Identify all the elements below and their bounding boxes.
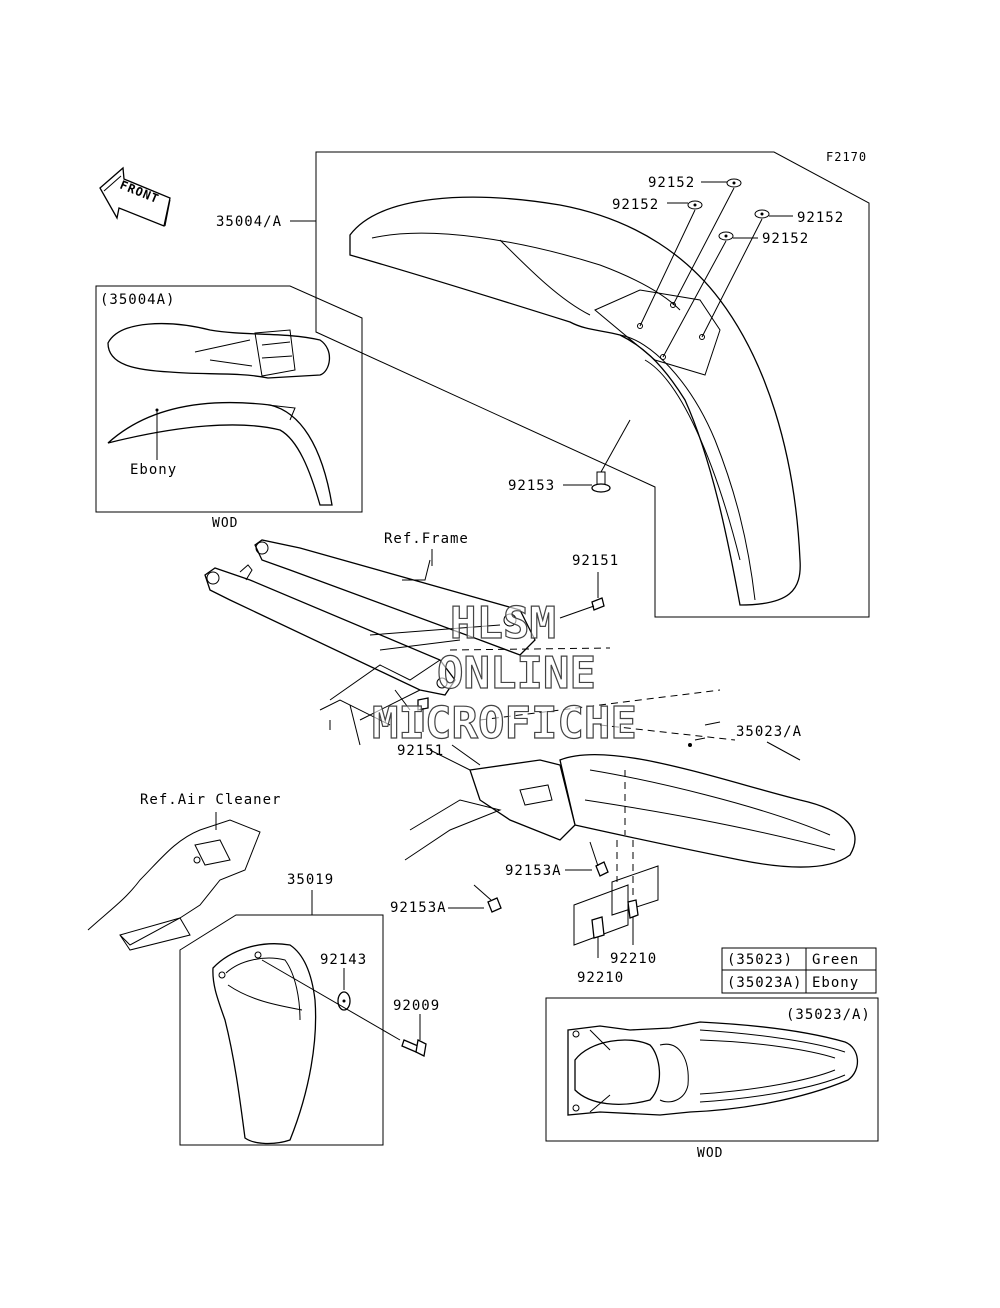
label-ref-air-cleaner: Ref.Air Cleaner [140, 792, 281, 808]
color-table-part-1: (35023) [727, 952, 793, 968]
inset-front-callout: Ebony [130, 462, 177, 478]
front-arrow-label: FRONT [118, 178, 161, 206]
inset-front-caption: WOD [212, 516, 238, 531]
rear-fender [404, 647, 856, 868]
label-35023a: 35023/A [736, 724, 802, 740]
label-35004a: 35004/A [216, 214, 282, 230]
clip-92210-group [573, 840, 659, 958]
watermark-line-1: HLSM [450, 598, 556, 649]
label-92210-1: 92210 [610, 951, 657, 967]
front-fender [349, 196, 801, 606]
bolt-92151-upper [559, 572, 605, 619]
label-92152-4: 92152 [762, 231, 809, 247]
color-table-color-1: Green [812, 952, 859, 968]
label-92151-1: 92151 [572, 553, 619, 569]
inset-rear-title: (35023/A) [786, 1007, 871, 1023]
label-ref-frame: Ref.Frame [384, 531, 469, 547]
inset-rear-fender-wod: (35023/A) [545, 997, 879, 1142]
bolt-92153a-left [448, 884, 502, 913]
washer-92143 [261, 959, 401, 1041]
label-92009: 92009 [393, 998, 440, 1014]
inset-front-fender-wod: (35004A) Ebony [95, 285, 363, 513]
label-92152-2: 92152 [612, 197, 659, 213]
bolt-92153a-right [565, 841, 609, 877]
color-table-color-2: Ebony [812, 975, 859, 991]
rear-frame-reference [204, 539, 536, 746]
label-92210-2: 92210 [577, 970, 624, 986]
washer-92152-group [639, 178, 793, 358]
label-92153: 92153 [508, 478, 555, 494]
bolt-92151-lower [417, 697, 429, 732]
bolt-92153 [563, 419, 631, 493]
color-table-part-2: (35023A) [727, 975, 802, 991]
watermark: HLSM ONLINE MICROFICHE [371, 597, 637, 749]
label-92153a-1: 92153A [505, 863, 562, 879]
label-92152-1: 92152 [648, 175, 695, 191]
inset-rear-caption: WOD [697, 1146, 723, 1161]
watermark-line-2: ONLINE [437, 648, 596, 699]
front-fender-group-outline [315, 151, 870, 618]
front-direction-arrow: FRONT [99, 166, 171, 227]
label-35019: 35019 [287, 872, 334, 888]
figure-code: F2170 [826, 150, 867, 164]
air-cleaner-reference [87, 812, 261, 951]
watermark-line-3: MICROFICHE [372, 698, 637, 749]
label-92153a-2: 92153A [390, 900, 447, 916]
label-92152-3: 92152 [797, 210, 844, 226]
mud-guard [212, 943, 317, 1145]
inset-front-title: (35004A) [100, 292, 175, 308]
bolt-92009 [401, 1014, 427, 1057]
color-table: (35023) Green (35023A) Ebony [721, 947, 877, 994]
label-92143: 92143 [320, 952, 367, 968]
label-92151-2: 92151 [397, 743, 444, 759]
